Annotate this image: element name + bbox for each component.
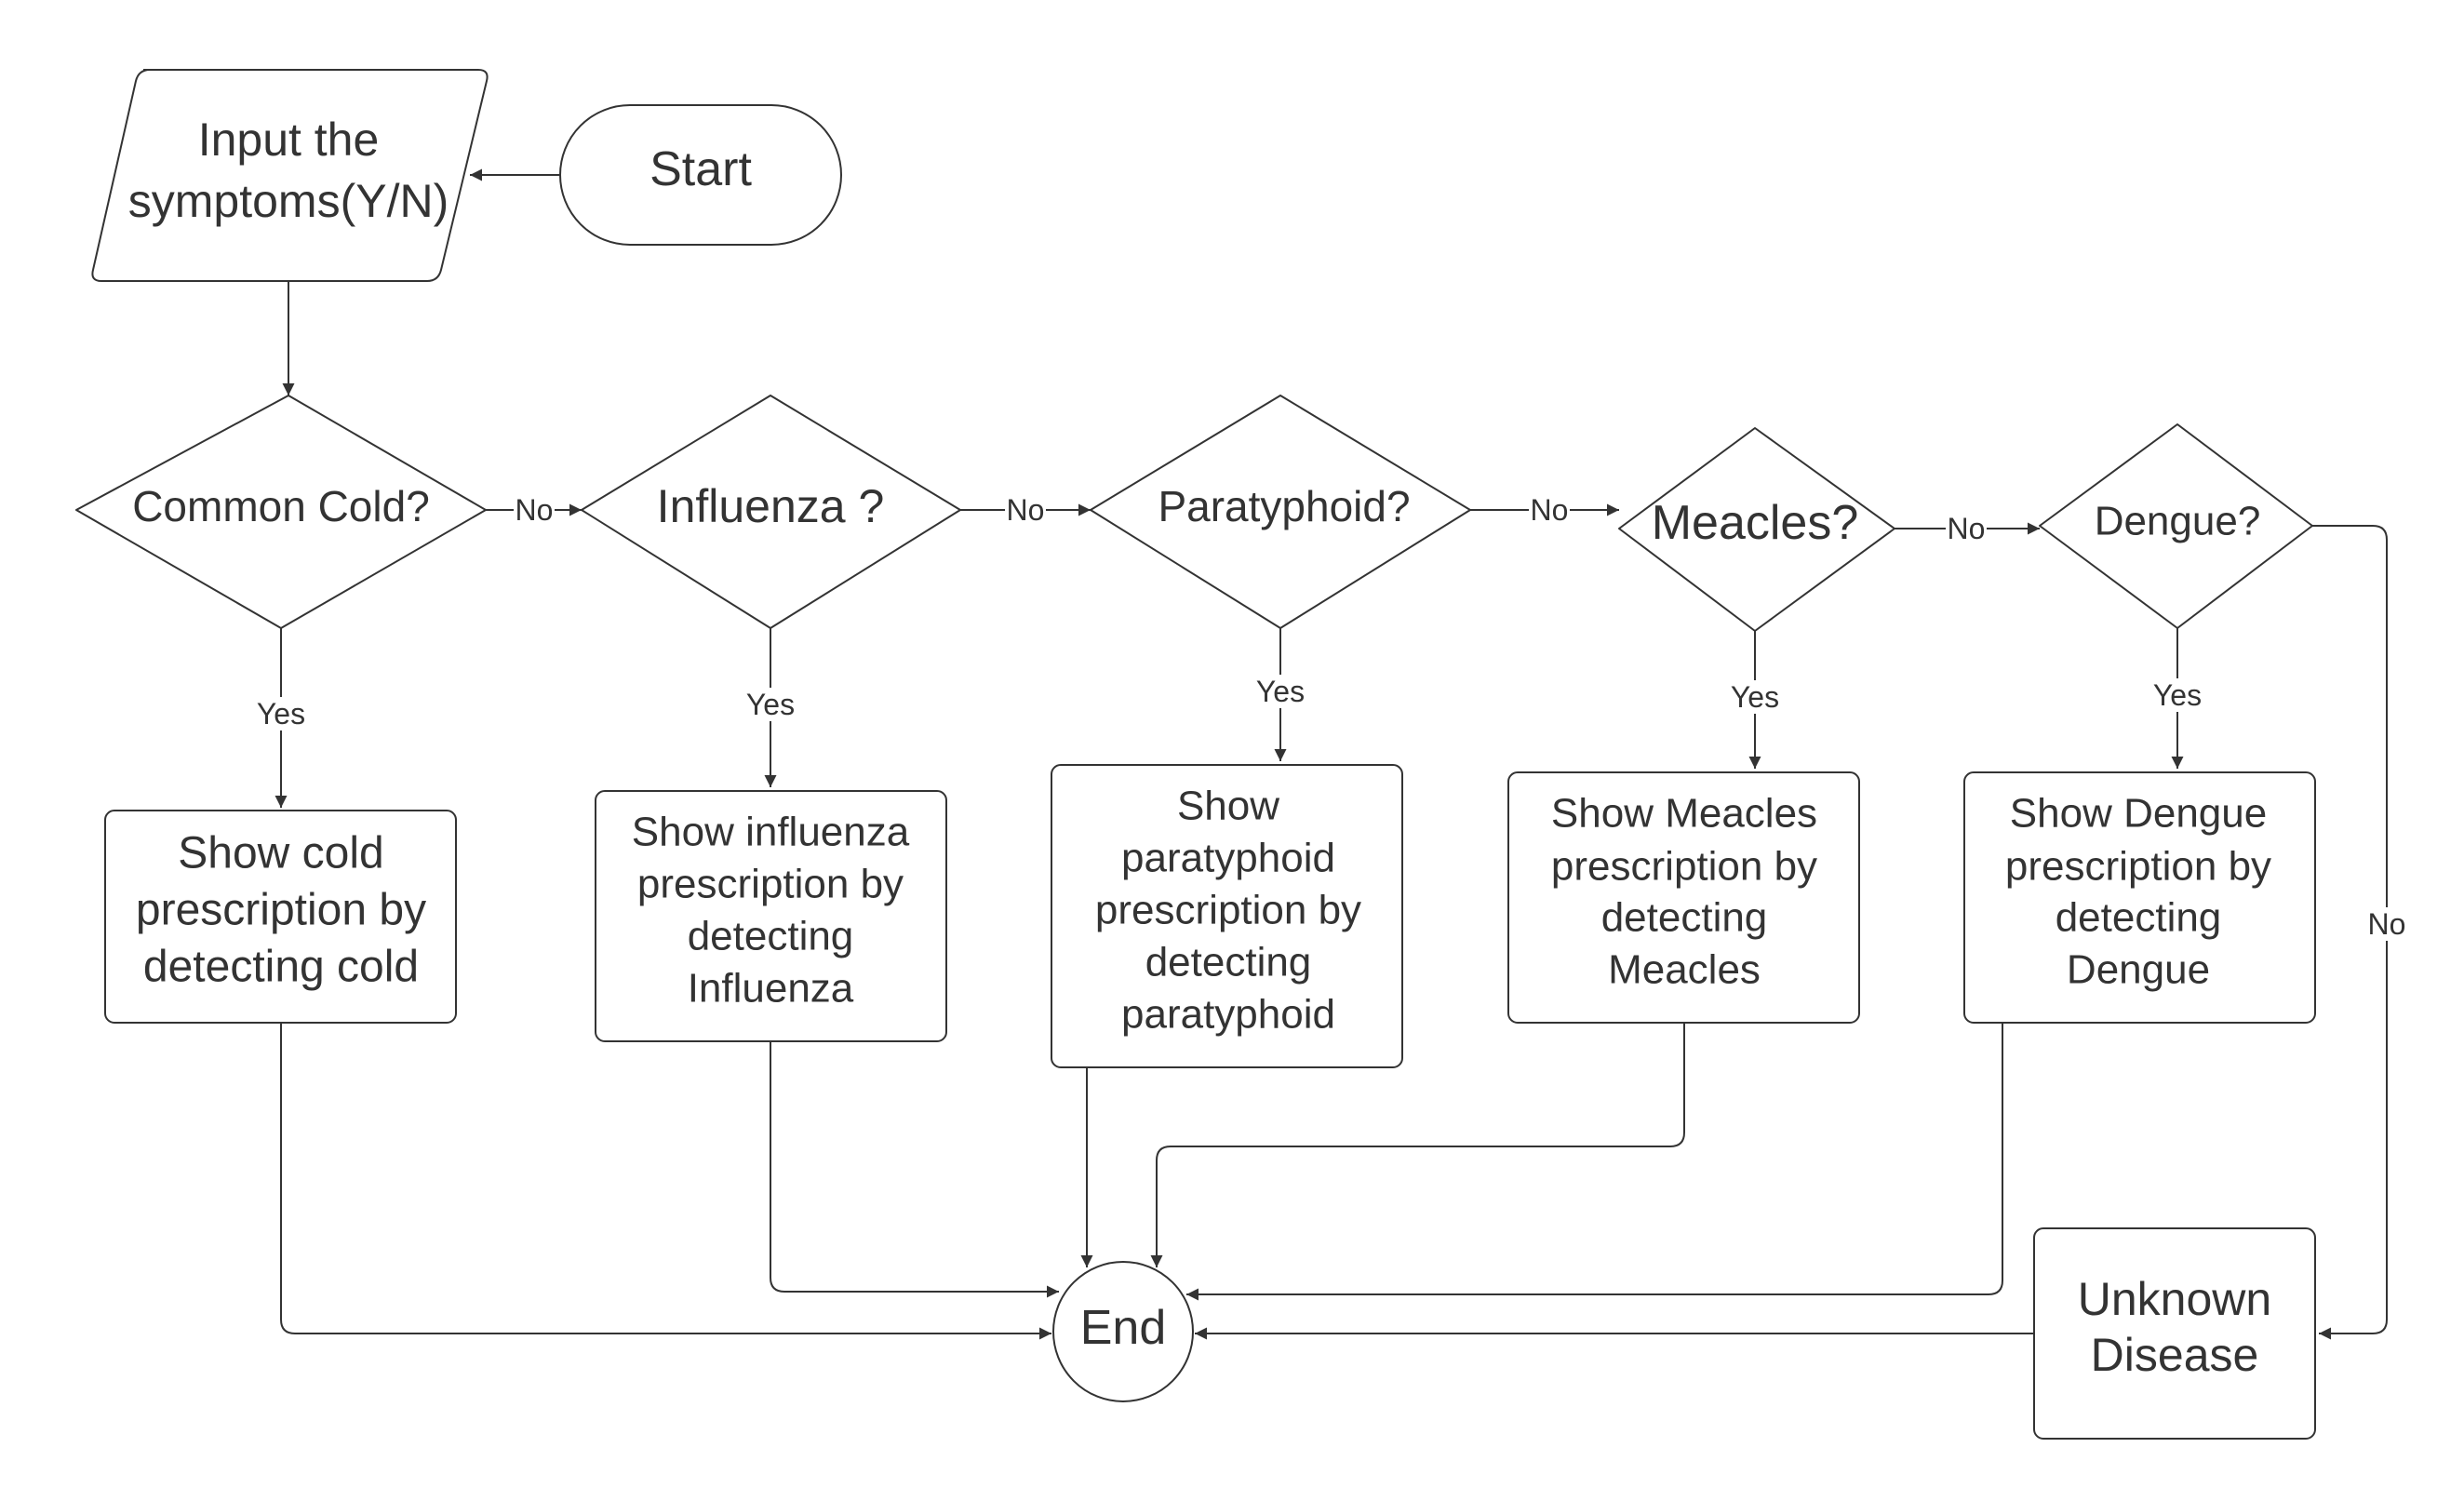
show-flu-line-1: Show influenza bbox=[632, 810, 910, 855]
node-q-cold: Common Cold? bbox=[75, 395, 487, 629]
q-flu-label: Influenza ? bbox=[657, 480, 885, 532]
label-meacles-yes: Yes bbox=[1727, 680, 1783, 714]
node-start: Start bbox=[559, 104, 842, 246]
node-show-meacles: Show Meacles prescription by detecting M… bbox=[1507, 771, 1860, 1024]
node-show-cold: Show cold prescription by detecting cold bbox=[104, 810, 457, 1024]
node-end: End bbox=[1052, 1261, 1194, 1402]
q-cold-label: Common Cold? bbox=[132, 482, 430, 530]
show-meacles-line-2: prescription by bbox=[1551, 844, 1817, 890]
show-para-line-5: paratyphoid bbox=[1121, 992, 1335, 1038]
node-q-flu: Influenza ? bbox=[581, 395, 961, 629]
node-input: Input the symptoms(Y/N) bbox=[91, 69, 489, 282]
edge-label-no: No bbox=[1948, 512, 1986, 545]
q-meacles-label: Meacles? bbox=[1652, 496, 1859, 550]
show-flu-line-3: detecting bbox=[688, 914, 854, 959]
edge-showcold-to-end bbox=[280, 1024, 1051, 1340]
label-flu-no: No bbox=[1005, 493, 1046, 527]
node-show-flu: Show influenza prescription by detecting… bbox=[595, 790, 947, 1042]
show-cold-line-2: prescription by bbox=[136, 886, 426, 935]
edge-label-yes: Yes bbox=[2153, 678, 2202, 712]
show-para-line-4: detecting bbox=[1145, 940, 1312, 985]
label-para-yes: Yes bbox=[1252, 675, 1308, 708]
edge-label-no: No bbox=[1007, 493, 1045, 527]
edge-showmeacles-to-end bbox=[1150, 1024, 1685, 1267]
edge-label-yes: Yes bbox=[1731, 680, 1779, 714]
label-cold-yes: Yes bbox=[253, 697, 309, 730]
unknown-line-1: Unknown bbox=[2078, 1273, 2271, 1325]
show-flu-line-2: prescription by bbox=[637, 862, 904, 907]
edge-label-no: No bbox=[2368, 907, 2406, 941]
show-dengue-line-2: prescription by bbox=[2005, 844, 2271, 890]
edge-label-no: No bbox=[1531, 493, 1569, 527]
label-flu-yes: Yes bbox=[743, 688, 798, 721]
q-dengue-label: Dengue? bbox=[2095, 499, 2261, 544]
show-cold-line-3: detecting cold bbox=[143, 943, 419, 992]
show-para-line-1: Show bbox=[1177, 784, 1279, 829]
show-dengue-line-1: Show Dengue bbox=[2010, 791, 2267, 837]
show-para-line-3: prescription by bbox=[1095, 888, 1361, 933]
node-unknown: Unknown Disease bbox=[2033, 1227, 2316, 1440]
node-q-meacles: Meacles? bbox=[1618, 427, 1895, 632]
show-cold-line-1: Show cold bbox=[178, 829, 383, 878]
show-dengue-line-4: Dengue bbox=[2067, 947, 2210, 993]
node-show-para: Show paratyphoid prescription by detecti… bbox=[1051, 764, 1403, 1068]
show-meacles-line-3: detecting bbox=[1601, 895, 1768, 941]
label-dengue-yes: Yes bbox=[2149, 678, 2205, 712]
start-label: Start bbox=[649, 142, 752, 196]
edge-labels: No No No No No Yes Yes Yes bbox=[253, 493, 2407, 941]
edges bbox=[275, 168, 2388, 1340]
edge-label-yes: Yes bbox=[257, 697, 305, 730]
label-para-no: No bbox=[1529, 493, 1570, 527]
edge-label-no: No bbox=[516, 493, 554, 527]
show-meacles-line-4: Meacles bbox=[1608, 947, 1761, 993]
node-q-para: Paratyphoid? bbox=[1090, 395, 1471, 629]
show-para-line-2: paratyphoid bbox=[1121, 836, 1335, 881]
node-q-dengue: Dengue? bbox=[2039, 423, 2313, 629]
node-show-dengue: Show Dengue prescription by detecting De… bbox=[1963, 771, 2316, 1024]
edge-label-yes: Yes bbox=[746, 688, 795, 721]
show-dengue-line-3: detecting bbox=[2056, 895, 2222, 941]
unknown-line-2: Disease bbox=[2091, 1329, 2259, 1381]
end-label: End bbox=[1080, 1301, 1167, 1355]
label-dengue-no: No bbox=[2366, 907, 2407, 941]
show-flu-line-4: Influenza bbox=[688, 966, 854, 1012]
label-meacles-no: No bbox=[1946, 512, 1987, 545]
input-label-line-1: Input the bbox=[198, 114, 380, 166]
label-cold-no: No bbox=[514, 493, 555, 527]
edge-showdengue-to-end bbox=[1186, 1024, 2003, 1301]
edge-showflu-to-end bbox=[770, 1042, 1059, 1298]
input-label-line-2: symptoms(Y/N) bbox=[128, 175, 449, 227]
show-meacles-line-1: Show Meacles bbox=[1551, 791, 1817, 837]
edge-label-yes: Yes bbox=[1256, 675, 1305, 708]
q-para-label: Paratyphoid? bbox=[1158, 482, 1410, 530]
